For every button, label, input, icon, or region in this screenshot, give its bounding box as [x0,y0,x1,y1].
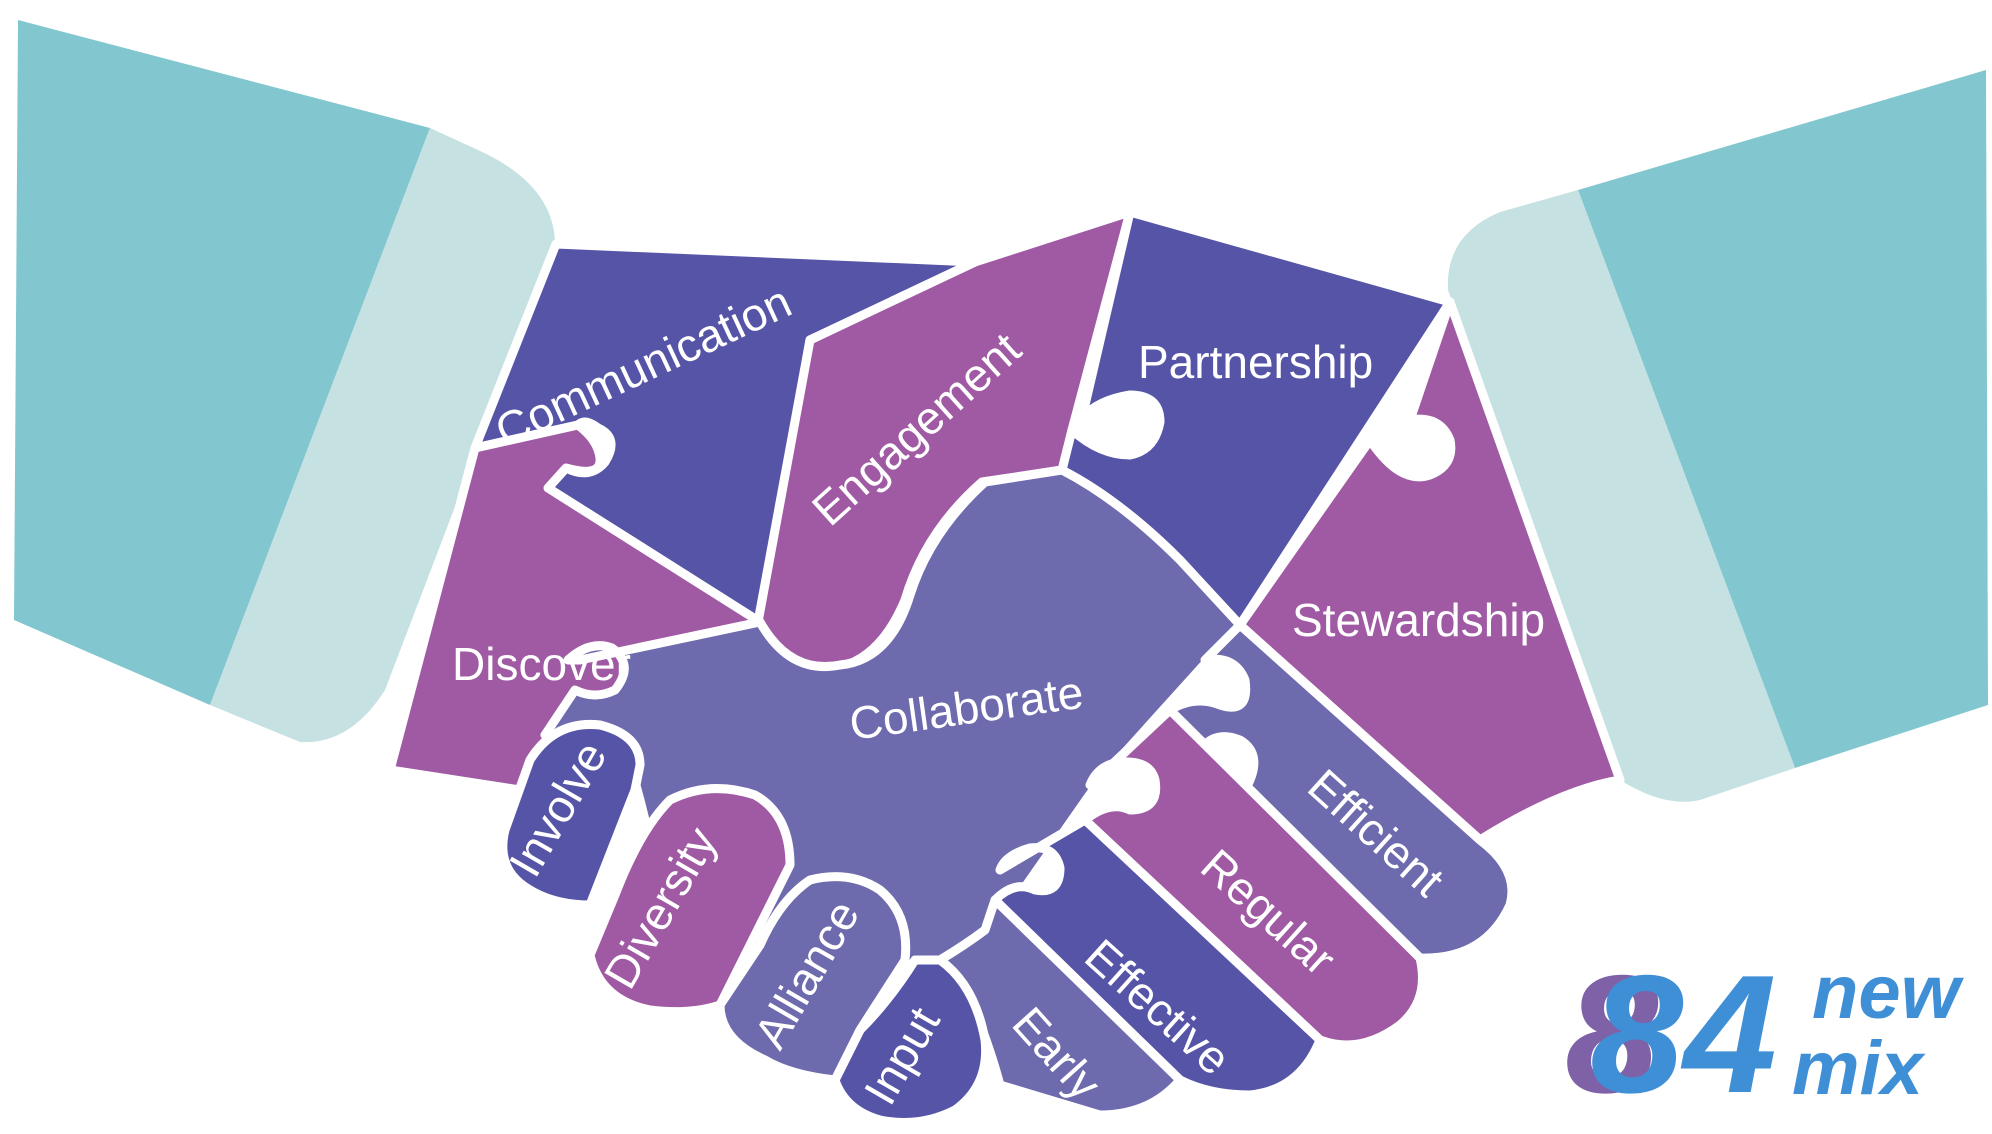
piece-efficient [1165,620,1517,963]
logo-word-mix: mix [1792,1026,1926,1111]
logo-number: 84 [1590,940,1777,1128]
label-partnership: Partnership [1138,336,1373,388]
label-stewardship: Stewardship [1292,594,1545,646]
label-discover: Discover [452,638,631,690]
logo-digit-8-shadow: 8 [1565,940,1659,1128]
right-cuff [1447,190,1795,802]
piece-effective [990,815,1325,1100]
right-sleeve [1578,70,1988,768]
puzzle-pieces [385,207,1625,1127]
piece-involve [498,719,645,910]
logo: 8 84 new mix [1565,940,1965,1128]
left-sleeve [14,20,430,705]
left-cuff [210,128,555,743]
piece-diversity [585,784,795,1017]
piece-regular [1080,705,1427,1050]
piece-alliance [715,872,911,1085]
logo-word-new: new [1812,950,1965,1035]
